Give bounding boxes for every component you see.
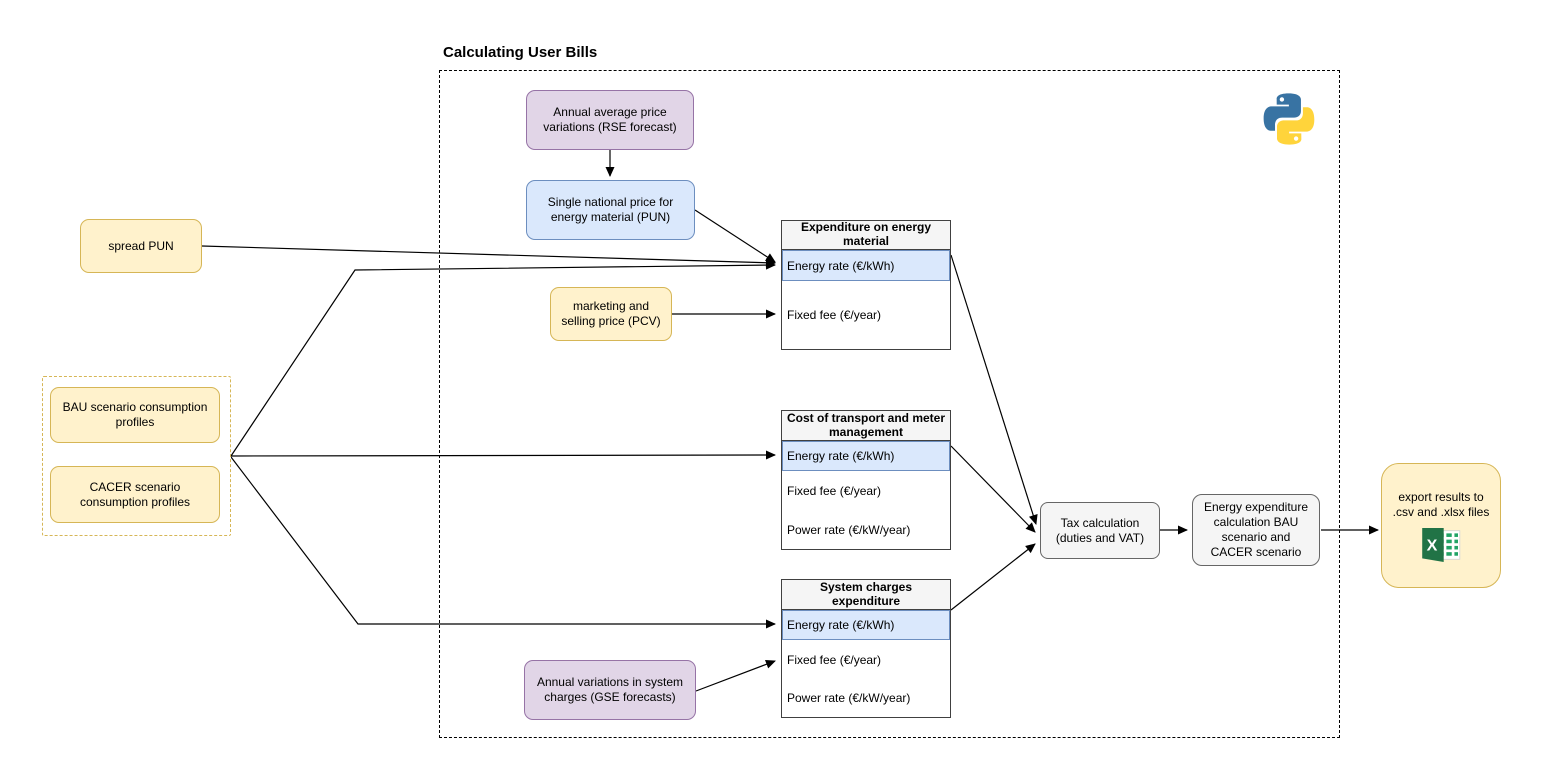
table-system-charges: System charges expenditure Energy rate (…: [781, 579, 951, 718]
table-transport-meter-row-power-rate: Power rate (€/kW/year): [782, 510, 950, 549]
node-spread-pun: spread PUN: [80, 219, 202, 273]
table-energy-material-row-fixed-fee: Fixed fee (€/year): [782, 281, 950, 349]
node-annual-price-variations-label: Annual average price variations (RSE for…: [543, 105, 677, 134]
node-bau-profiles-label: BAU scenario consumption profiles: [62, 400, 208, 429]
svg-text:X: X: [1427, 536, 1438, 554]
node-energy-expenditure-calc: Energy expenditure calculation BAU scena…: [1192, 494, 1320, 566]
node-spread-pun-label: spread PUN: [108, 238, 174, 253]
node-energy-expenditure-calc-label: Energy expenditure calculation BAU scena…: [1203, 500, 1309, 559]
table-transport-meter: Cost of transport and meter management E…: [781, 410, 951, 550]
node-marketing-selling-price-label: marketing and selling price (PCV): [561, 299, 661, 328]
node-annual-price-variations: Annual average price variations (RSE for…: [526, 90, 694, 150]
python-logo-icon: [1263, 93, 1315, 145]
table-energy-material: Expenditure on energy material Energy ra…: [781, 220, 951, 350]
node-export-results: export results to .csv and .xlsx files X: [1381, 463, 1501, 588]
node-cacer-profiles: CACER scenario consumption profiles: [50, 466, 220, 523]
table-system-charges-row-power-rate: Power rate (€/kW/year): [782, 679, 950, 717]
node-annual-system-charges-label: Annual variations in system charges (GSE…: [536, 675, 684, 704]
table-transport-meter-row-fixed-fee: Fixed fee (€/year): [782, 471, 950, 510]
table-transport-meter-header: Cost of transport and meter management: [782, 411, 950, 441]
node-cacer-profiles-label: CACER scenario consumption profiles: [79, 479, 191, 509]
node-single-national-price: Single national price for energy materia…: [526, 180, 695, 240]
node-export-results-label: export results to .csv and .xlsx files: [1392, 489, 1490, 519]
table-transport-meter-row-energy-rate: Energy rate (€/kWh): [782, 441, 950, 471]
table-energy-material-header: Expenditure on energy material: [782, 220, 950, 250]
excel-spreadsheet-icon: X: [1422, 527, 1461, 562]
page-title: Calculating User Bills: [443, 44, 598, 61]
node-tax-calculation: Tax calculation (duties and VAT): [1040, 502, 1160, 559]
node-annual-system-charges: Annual variations in system charges (GSE…: [524, 660, 696, 720]
node-single-national-price-label: Single national price for energy materia…: [547, 195, 674, 224]
table-energy-material-row-energy-rate: Energy rate (€/kWh): [782, 250, 950, 281]
table-system-charges-header: System charges expenditure: [782, 580, 950, 610]
node-tax-calculation-label: Tax calculation (duties and VAT): [1055, 515, 1145, 545]
table-system-charges-row-energy-rate: Energy rate (€/kWh): [782, 610, 950, 640]
node-marketing-selling-price: marketing and selling price (PCV): [550, 287, 672, 341]
node-bau-profiles: BAU scenario consumption profiles: [50, 387, 220, 443]
table-system-charges-row-fixed-fee: Fixed fee (€/year): [782, 640, 950, 679]
